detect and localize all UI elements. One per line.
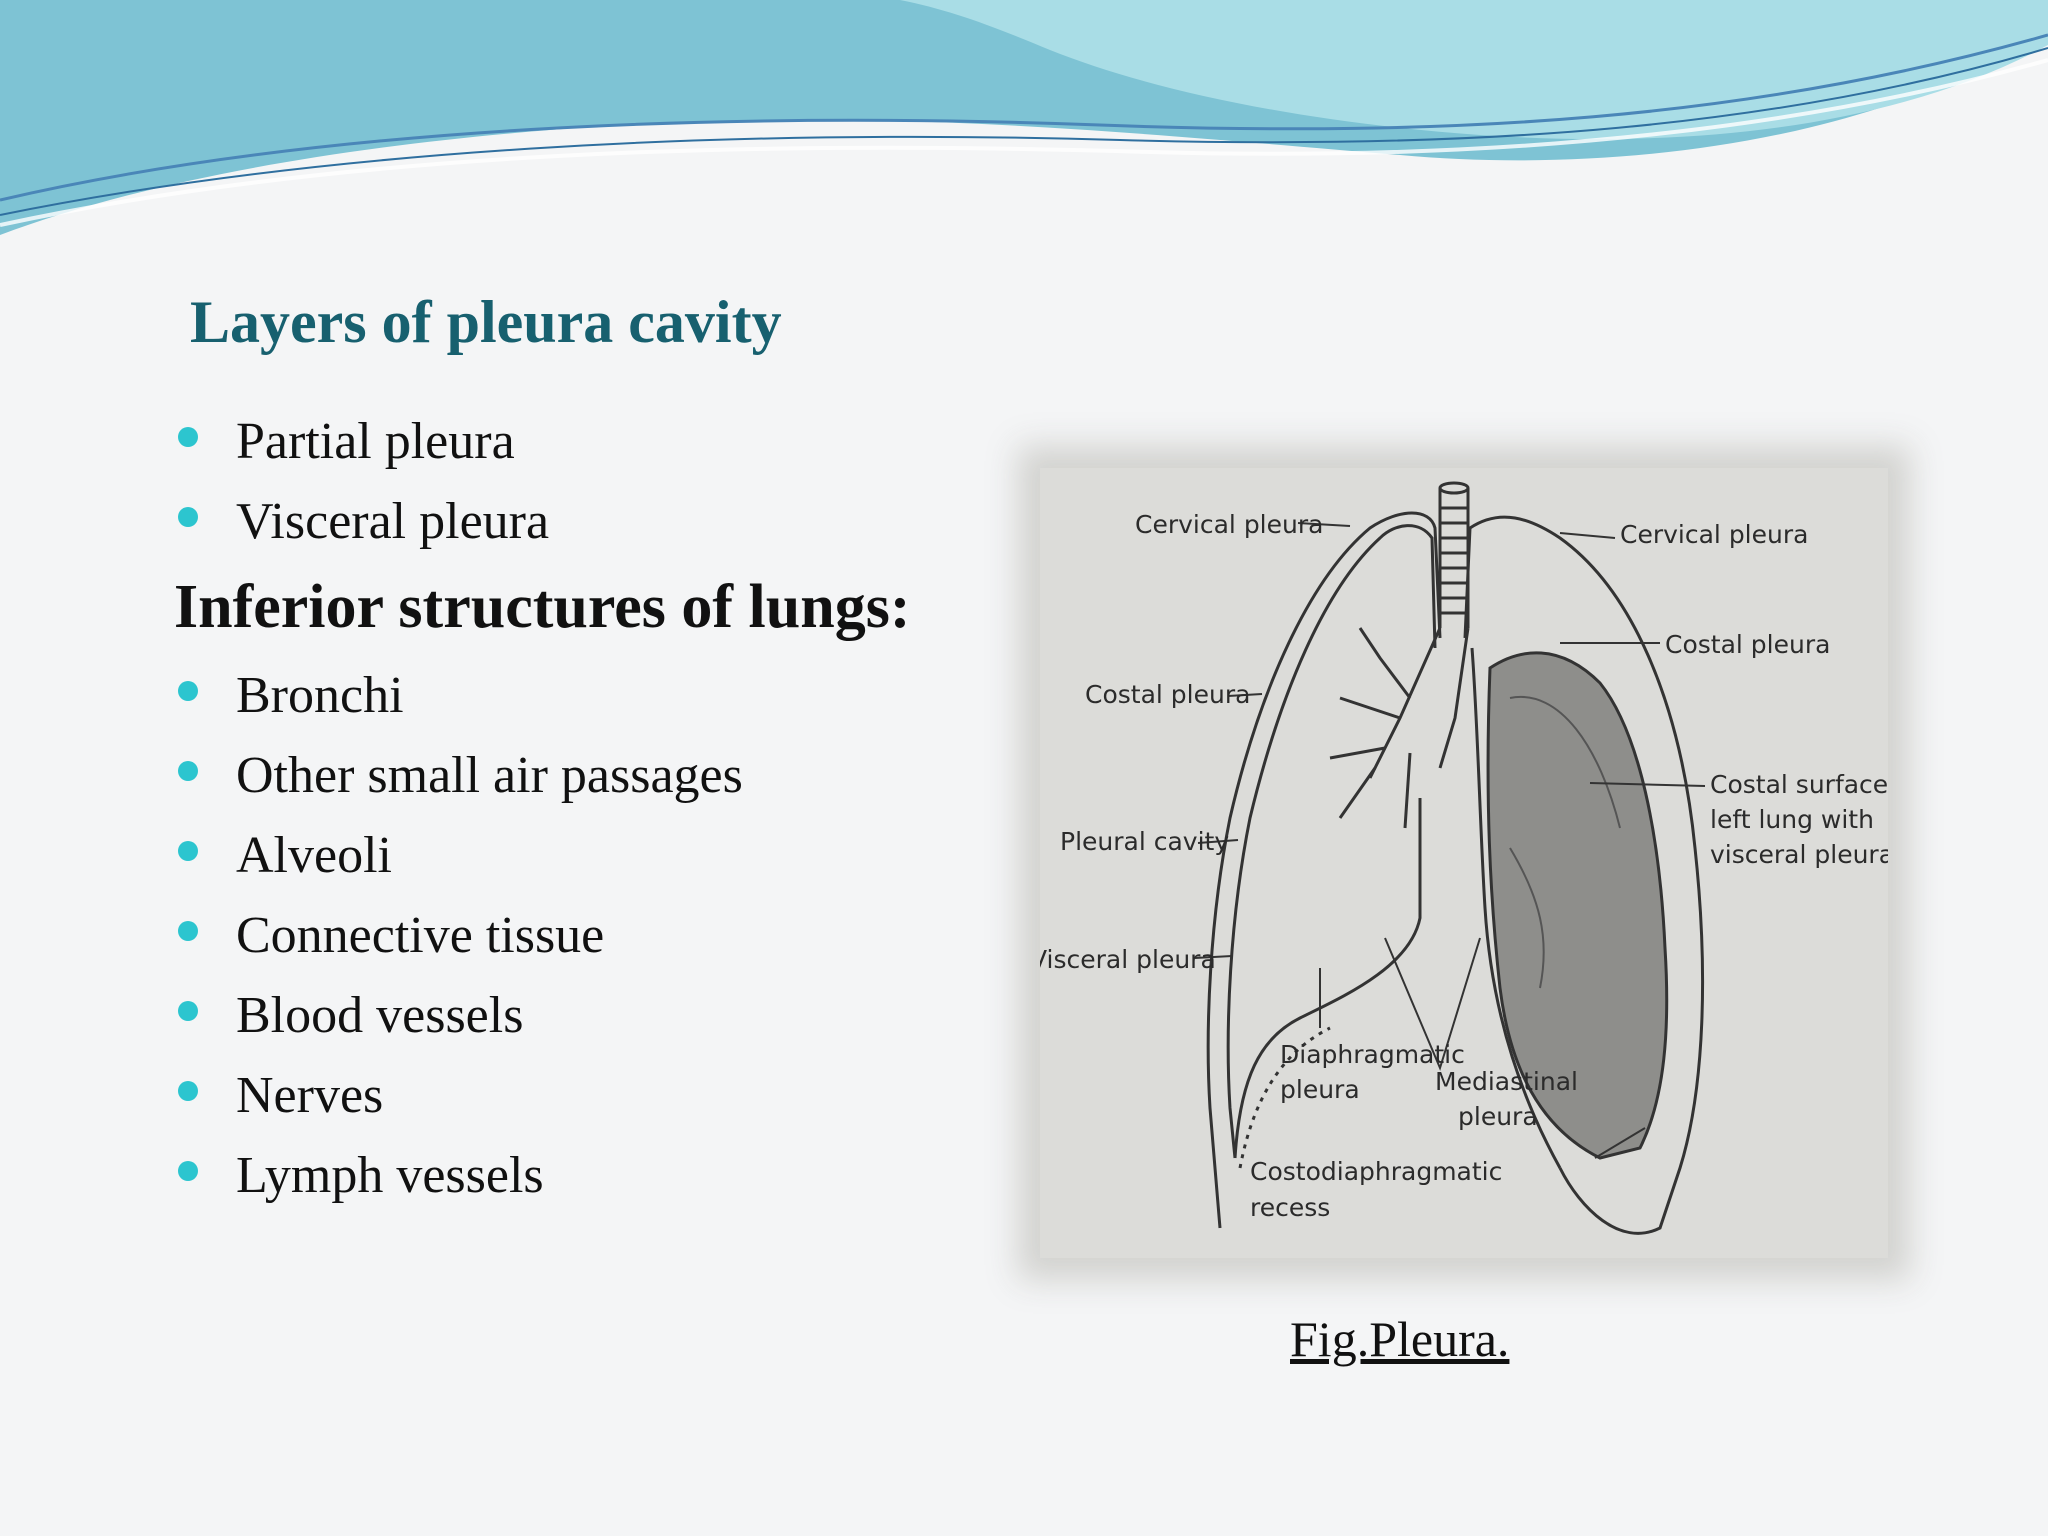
label-costodiaphragmatic-line1: Costodiaphragmatic — [1250, 1157, 1502, 1186]
bullet-dot-icon — [178, 681, 198, 701]
label-mediastinal-line1: Mediastinal — [1435, 1067, 1578, 1096]
section-subheading: Inferior structures of lungs: — [174, 573, 911, 641]
label-diaphragmatic-line2: pleura — [1280, 1075, 1360, 1104]
list-item-label: Partial pleura — [236, 413, 515, 470]
label-costal-pleura-right: Costal pleura — [1665, 630, 1830, 659]
label-mediastinal-line2: pleura — [1458, 1102, 1538, 1131]
pleura-diagram: Cervical pleura Cervical pleura Costal p… — [1040, 481, 1888, 1235]
left-lung-icon — [1463, 515, 1705, 1235]
trachea-icon — [1329, 481, 1470, 829]
header-wave-decoration — [0, 0, 2048, 235]
list-item-label: Connective tissue — [236, 907, 605, 964]
bullet-dot-icon — [178, 1161, 198, 1181]
bullet-dot-icon — [178, 841, 198, 861]
bullet-dot-icon — [178, 507, 198, 527]
list-item-label: Bronchi — [236, 667, 404, 724]
label-costal-surface-line2: left lung with — [1710, 805, 1874, 834]
bullet-dot-icon — [178, 427, 198, 447]
label-costal-surface-line3: visceral pleura — [1710, 840, 1888, 869]
label-costal-pleura-left: Costal pleura — [1085, 680, 1250, 709]
bullet-dot-icon — [178, 921, 198, 941]
bullet-dot-icon — [178, 1081, 198, 1101]
list-item-label: Nerves — [236, 1067, 384, 1124]
label-visceral-pleura: Visceral pleura — [1040, 945, 1216, 974]
list-item-label: Blood vessels — [236, 987, 524, 1044]
figure-caption: Fig.Pleura. — [1290, 1311, 1510, 1367]
list-item-label: Lymph vessels — [236, 1147, 544, 1204]
bullet-dot-icon — [178, 1001, 198, 1021]
label-diaphragmatic-line1: Diaphragmatic — [1280, 1040, 1465, 1069]
label-pleural-cavity: Pleural cavity — [1060, 827, 1229, 856]
leader-lines-icon — [1194, 522, 1706, 1159]
label-costodiaphragmatic-line2: recess — [1250, 1193, 1330, 1222]
list-item-label: Alveoli — [236, 827, 392, 884]
pleura-diagram-photo: Cervical pleura Cervical pleura Costal p… — [1040, 468, 1888, 1258]
right-pleura-outline-icon — [1206, 511, 1442, 1229]
label-costal-surface-line1: Costal surface of — [1710, 770, 1888, 799]
label-cervical-pleura-left: Cervical pleura — [1135, 510, 1323, 539]
list-item-label: Other small air passages — [236, 747, 743, 804]
slide-title: Layers of pleura cavity — [190, 289, 782, 355]
label-cervical-pleura-right: Cervical pleura — [1620, 520, 1808, 549]
bullet-dot-icon — [178, 761, 198, 781]
list-item-label: Visceral pleura — [236, 493, 550, 550]
